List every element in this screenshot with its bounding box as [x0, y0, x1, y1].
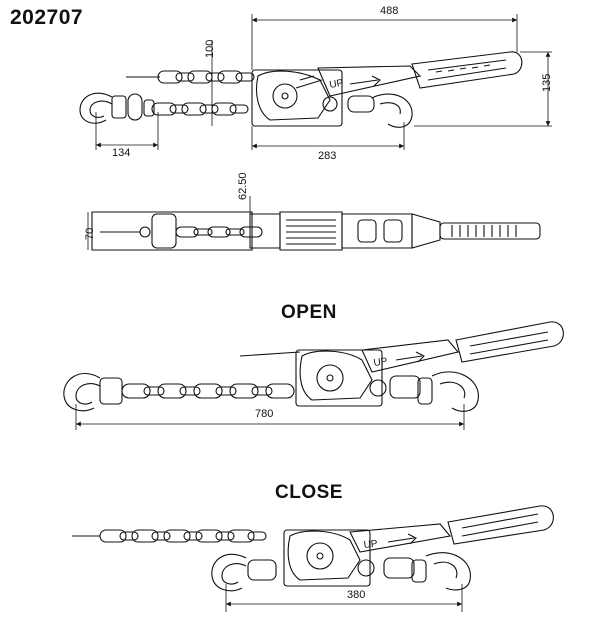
up-label: UP — [329, 78, 345, 91]
dim-hook-spacing: 134 — [112, 147, 131, 159]
close-heading: CLOSE — [275, 482, 343, 503]
top-chain — [176, 227, 262, 237]
dimension-lines — [96, 14, 552, 150]
ratchet-body — [252, 70, 342, 126]
open-heading: OPEN — [281, 302, 337, 323]
top-view — [88, 196, 540, 250]
dim-open-length: 780 — [255, 408, 274, 420]
close-chain — [100, 530, 266, 542]
open-view: UP — [64, 322, 564, 430]
upper-chain — [126, 71, 254, 83]
dim-overall-length: 488 — [380, 5, 399, 17]
lever: UP — [318, 52, 522, 96]
left-hook — [80, 93, 154, 123]
model-number: 202707 — [10, 6, 84, 29]
open-chain — [122, 384, 294, 398]
dim-body-length: 283 — [318, 150, 337, 162]
close-view: UP — [72, 506, 553, 612]
svg-text:UP: UP — [373, 356, 389, 369]
dim-closed-length: 380 — [347, 589, 366, 601]
side-view: UP — [80, 14, 552, 150]
right-hook — [348, 94, 412, 127]
lower-chain — [152, 103, 248, 115]
svg-text:UP: UP — [363, 539, 378, 551]
